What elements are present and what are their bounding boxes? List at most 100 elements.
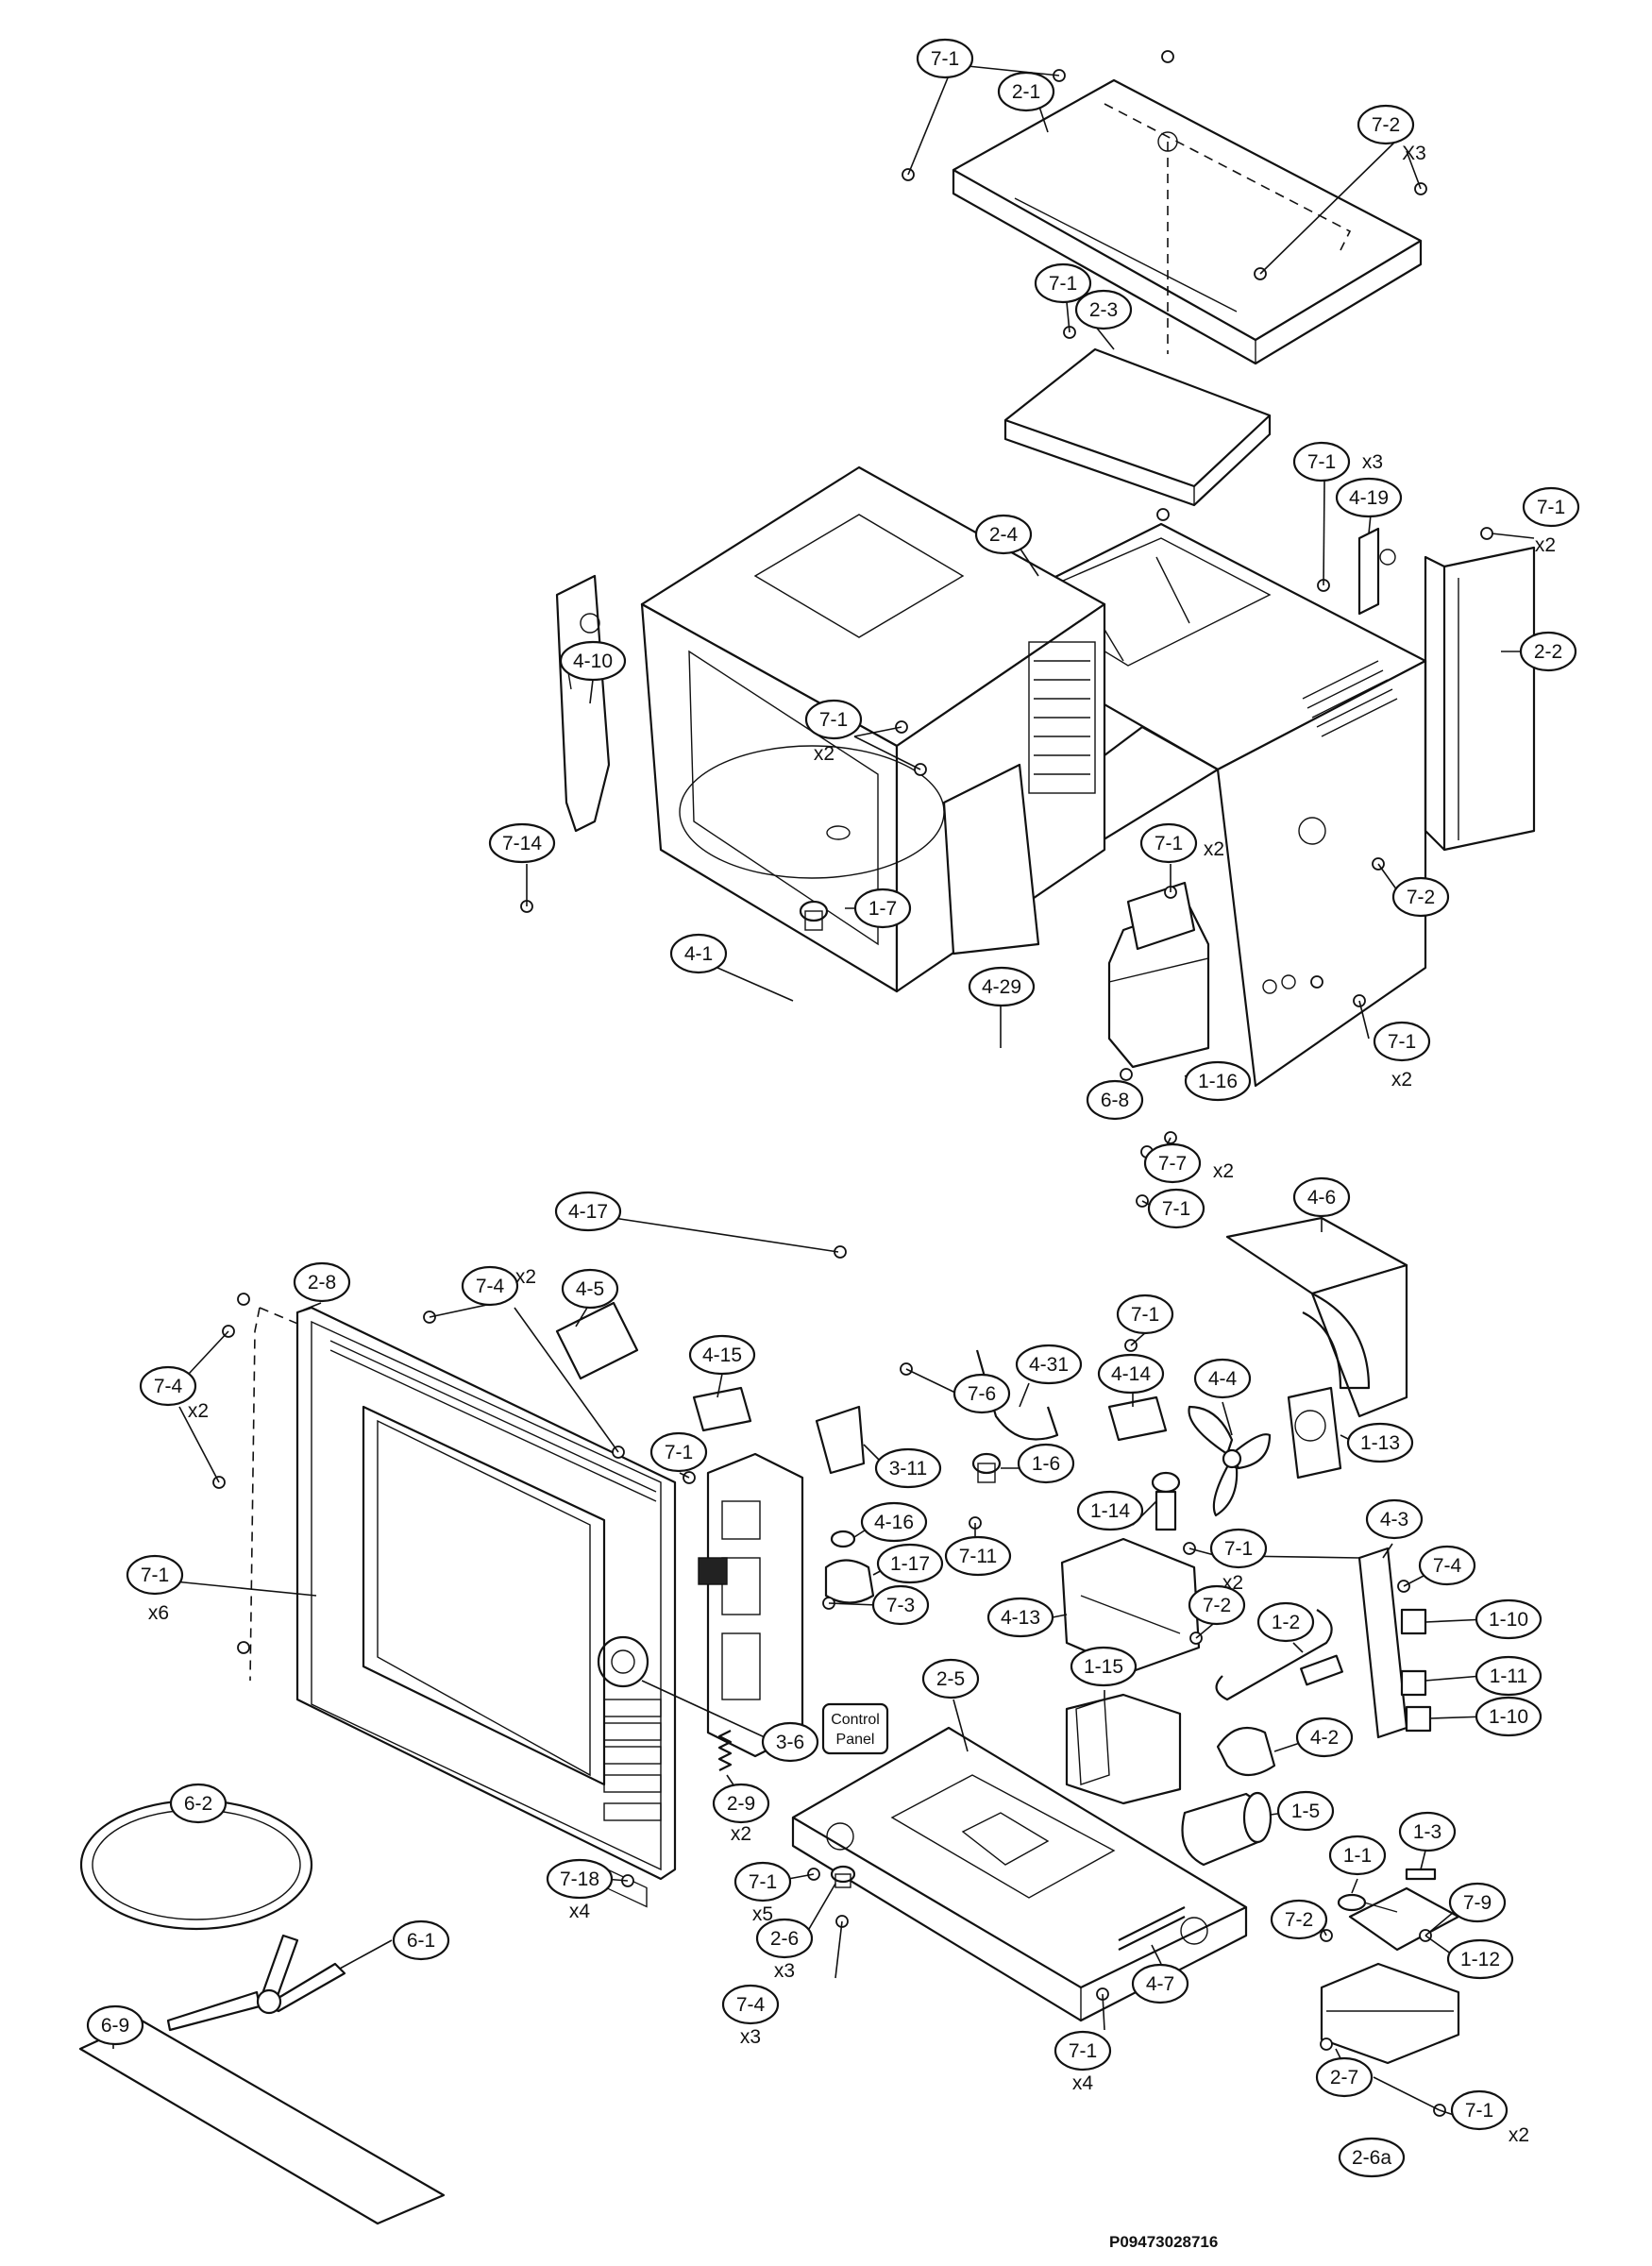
fuse-holder-1-1: [1337, 1893, 1398, 1913]
callout-c13: 7-14: [488, 822, 556, 864]
callout-label: 1-16: [1198, 1071, 1238, 1092]
callout-label: 4-16: [874, 1512, 914, 1533]
callout-c19: 6-8: [1086, 1079, 1144, 1121]
callout-c53: 1-11: [1475, 1655, 1542, 1697]
callout-c16: 1-7: [853, 888, 912, 929]
callout-label: 7-1: [819, 709, 848, 731]
callout-label: 1-10: [1489, 1706, 1528, 1728]
callout-c28: 4-5: [561, 1268, 619, 1310]
callout-label: 4-14: [1111, 1363, 1151, 1385]
callout-c15: 7-2: [1391, 876, 1450, 918]
capacitor-bracket: [1216, 1726, 1276, 1777]
accessory-sheet: [78, 2019, 446, 2225]
foot-2-6: [830, 1865, 856, 1888]
callout-bubble: [921, 1658, 980, 1700]
callout-bubble: [876, 1543, 944, 1584]
mica-cover-4-5: [555, 1301, 639, 1380]
callout-c64: 1-1: [1328, 1835, 1387, 1876]
callout-label: 7-4: [154, 1376, 183, 1397]
callout-label: 4-7: [1146, 1973, 1174, 1995]
callout-bubble: [1328, 1835, 1387, 1876]
callout-label: 7-1: [665, 1442, 693, 1463]
base-plate: [791, 1726, 1248, 2022]
callout-bubble: [488, 822, 556, 864]
callout-label: 7-3: [886, 1595, 915, 1616]
callout-quantity: x3: [1362, 451, 1383, 473]
callout-bubble: [169, 1783, 228, 1824]
callout-label: 7-2: [1372, 114, 1400, 136]
door-top-vent-slots: [329, 1340, 657, 1502]
callout-c34: 7-1: [1116, 1294, 1174, 1335]
callout-label: 1-5: [1291, 1801, 1320, 1822]
callout-label: 7-1: [1049, 273, 1077, 295]
drawing-reference-code: P09473028716: [1109, 2233, 1218, 2251]
callout-c77: 2-6a: [1338, 2137, 1406, 2178]
callout-quantity: x2: [515, 1266, 536, 1288]
callout-bubble: [139, 1365, 197, 1407]
callout-label: 1-15: [1084, 1656, 1123, 1678]
callout-c58: 3-6: [761, 1721, 819, 1763]
callout-bubble: [871, 1584, 930, 1626]
callout-bubble: [1346, 1422, 1414, 1463]
callout-label: 4-4: [1208, 1368, 1238, 1390]
callout-quantity: x6: [148, 1602, 169, 1624]
callout-bubble: [761, 1721, 819, 1763]
callout-c30: 4-15: [688, 1334, 756, 1376]
callout-label: 2-8: [308, 1272, 336, 1294]
callout-c46: 4-3: [1365, 1498, 1424, 1540]
callout-label: 7-1: [1388, 1031, 1416, 1053]
callout-c24: 4-17: [554, 1191, 622, 1232]
callout-bubble: [1391, 876, 1450, 918]
callout-c60: 2-9x2: [712, 1783, 770, 1845]
callout-label: 3-6: [776, 1732, 804, 1753]
callout-label: 7-1: [931, 48, 959, 70]
callout-c50: 1-10: [1475, 1598, 1542, 1640]
callout-c20: 1-16: [1184, 1060, 1252, 1102]
callout-bubble: [688, 1334, 756, 1376]
callout-bubble: [1256, 1601, 1315, 1643]
callout-bubble: [944, 1535, 1012, 1577]
callout-c70: 7-4x3: [721, 1984, 780, 2048]
callout-quantity: x2: [1509, 2124, 1529, 2146]
hv-diode: [1215, 1609, 1343, 1701]
callout-label: 2-6a: [1352, 2147, 1391, 2169]
cabinet-vent-grille: [1302, 660, 1398, 737]
hv-transformer: [1065, 1693, 1182, 1805]
callout-bubble: [1398, 1811, 1457, 1852]
callout-c35: 4-4: [1193, 1358, 1252, 1399]
callout-c67: 7-2: [1270, 1899, 1328, 1940]
callout-bubble: [86, 2004, 144, 2046]
callout-bubble: [1147, 1188, 1205, 1229]
callout-label: 7-11: [959, 1546, 997, 1567]
fan-duct: [1225, 1216, 1408, 1418]
plate-4-14: [1107, 1395, 1168, 1442]
callout-c57: 4-2: [1295, 1716, 1354, 1758]
callout-label: 1-7: [868, 898, 897, 920]
callout-c59: 1-5: [1276, 1790, 1335, 1832]
callout-c69: 6-1: [392, 1919, 450, 1961]
door-switches: [1400, 1608, 1432, 1733]
oven-lamp: [1151, 1471, 1181, 1531]
callout-bubble: [721, 1984, 780, 2025]
callout-bubble: [1015, 1344, 1083, 1385]
callout-c36: 1-13: [1346, 1422, 1414, 1463]
callout-c32: 4-31: [1015, 1344, 1083, 1385]
callout-c49: 7-4: [1418, 1545, 1476, 1586]
callout-c75: 2-7: [1315, 2056, 1374, 2098]
callout-label: 4-3: [1380, 1509, 1408, 1530]
callout-label: 2-2: [1534, 641, 1562, 663]
latch-board-4-3: [1357, 1547, 1408, 1739]
callout-bubble: [546, 1858, 614, 1900]
callout-bubble: [1193, 1358, 1252, 1399]
callout-bubble: [712, 1783, 770, 1824]
oven-door: [249, 1306, 677, 1908]
control-panel-label-line1: Control: [831, 1712, 880, 1728]
callout-bubble: [1315, 2056, 1374, 2098]
callout-c18: 4-29: [968, 966, 1036, 1007]
side-panel: [1424, 546, 1536, 852]
callout-label: 1-6: [1032, 1453, 1060, 1475]
callout-label: 7-1: [749, 1871, 777, 1893]
callout-quantity: X3: [1402, 143, 1426, 164]
